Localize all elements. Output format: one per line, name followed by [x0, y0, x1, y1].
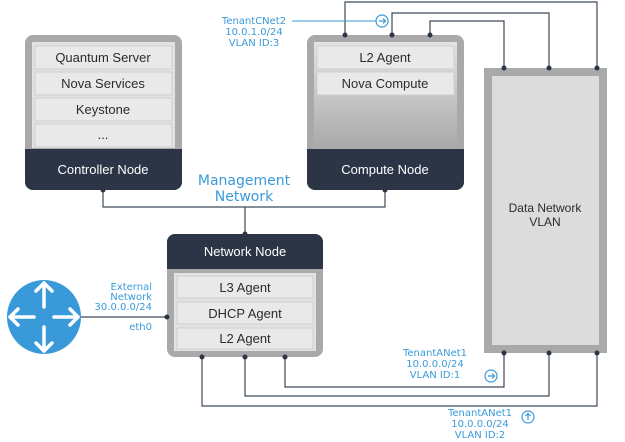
arrow-up-icon: [521, 410, 535, 424]
controller-row-quantum-server: Quantum Server: [55, 50, 151, 65]
tenant-a-net1-vlan2-label: TenantANet1 10.0.0.0/24 VLAN ID:2: [447, 408, 535, 441]
network-node-title: Network Node: [204, 244, 286, 259]
controller-row-bg: [34, 123, 173, 148]
port-dot: [389, 32, 395, 38]
network-row-l2-agent: L2 Agent: [219, 331, 271, 346]
tenant-a-net1-vlan2-name: TenantANet1: [447, 408, 512, 419]
network-node: Network Node L3 Agent DHCP Agent L2 Agen…: [167, 234, 323, 357]
controller-row-nova-services: Nova Services: [61, 76, 145, 91]
controller-row-ellipsis: ...: [98, 127, 109, 142]
controller-footer: [25, 149, 182, 190]
router-icon: [7, 280, 81, 354]
tenant-a-net1-vlan2-subnet: 10.0.0.0/24: [451, 419, 508, 430]
data-network-label-line1: Data Network: [509, 201, 583, 215]
port-dot: [282, 354, 288, 360]
port-dot: [100, 187, 106, 193]
port-dot: [594, 350, 600, 356]
tenant-c-net2-vlan: VLAN ID:3: [229, 38, 280, 49]
external-label-line2: Network: [110, 292, 152, 303]
management-wire: [102, 190, 386, 208]
network-row-bg: [176, 301, 314, 325]
network-row-dhcp-agent: DHCP Agent: [208, 306, 282, 321]
port-dot: [242, 354, 248, 360]
data-network-label-line2: VLAN: [529, 215, 560, 229]
network-header: [167, 234, 323, 269]
compute-row-l2-agent: L2 Agent: [359, 50, 411, 65]
management-label-line1: Management: [198, 173, 291, 189]
management-label-line2: Network: [215, 189, 274, 205]
compute-to-data-wire-2: [391, 12, 550, 68]
network-to-data-wire-2: [244, 353, 550, 397]
port-dot: [199, 354, 205, 360]
external-label-interface: eth0: [129, 322, 152, 333]
compute-footer: [307, 149, 464, 190]
tenant-a-net1-vlan1-subnet: 10.0.0.0/24: [406, 359, 463, 370]
port-dot: [382, 187, 388, 193]
port-dot: [546, 350, 552, 356]
tenant-c-net2-subnet: 10.0.1.0/24: [225, 27, 282, 38]
data-network-inner: [492, 76, 599, 345]
arrow-right-icon: [375, 14, 389, 28]
port-dot: [546, 65, 552, 71]
external-network-label: External Network 30.0.0.0/24 eth0: [95, 282, 153, 333]
data-network: Data Network VLAN: [484, 68, 607, 353]
port-dot: [501, 350, 507, 356]
tenant-a-net1-vlan2-vlan: VLAN ID:2: [455, 430, 506, 441]
compute-row-nova-compute: Nova Compute: [342, 76, 429, 91]
network-row-l3-agent: L3 Agent: [219, 280, 271, 295]
port-dot: [594, 65, 600, 71]
port-dot: [342, 32, 348, 38]
external-label-line1: External: [111, 282, 153, 293]
compute-to-data-wire-1: [344, 1, 598, 68]
network-to-data-wire-3: [284, 353, 505, 388]
controller-row-bg: [34, 45, 173, 70]
compute-to-data-wire-3: [429, 20, 505, 68]
port-dot: [164, 314, 170, 320]
tenant-a-net1-vlan1-label: TenantANet1 10.0.0.0/24 VLAN ID:1: [402, 348, 498, 383]
tenant-a-net1-vlan1-name: TenantANet1: [402, 348, 467, 359]
controller-node-title: Controller Node: [57, 162, 148, 177]
tenant-c-net2-name: TenantCNet2: [221, 16, 286, 27]
management-network-label: Management Network: [198, 173, 291, 205]
compute-node: L2 Agent Nova Compute Compute Node: [307, 35, 464, 190]
network-to-data-wire-1: [201, 353, 598, 407]
connection-dots: [100, 32, 600, 360]
compute-row-bg: [316, 71, 455, 96]
tenant-c-net2-label: TenantCNet2 10.0.1.0/24 VLAN ID:3: [221, 14, 389, 49]
port-dot: [427, 32, 433, 38]
compute-node-title: Compute Node: [341, 162, 428, 177]
port-dot: [242, 231, 248, 237]
external-label-subnet: 30.0.0.0/24: [95, 302, 152, 313]
controller-node: Quantum Server Nova Services Keystone ..…: [25, 35, 182, 190]
network-row-bg: [176, 327, 314, 350]
tenant-a-net1-vlan1-vlan: VLAN ID:1: [410, 370, 461, 381]
compute-row-bg: [316, 45, 455, 70]
controller-row-bg: [34, 71, 173, 96]
arrow-right-icon: [484, 369, 498, 383]
controller-row-keystone: Keystone: [76, 102, 130, 117]
controller-row-bg: [34, 97, 173, 122]
wires: [80, 1, 598, 407]
port-dot: [501, 65, 507, 71]
network-row-bg: [176, 275, 314, 299]
